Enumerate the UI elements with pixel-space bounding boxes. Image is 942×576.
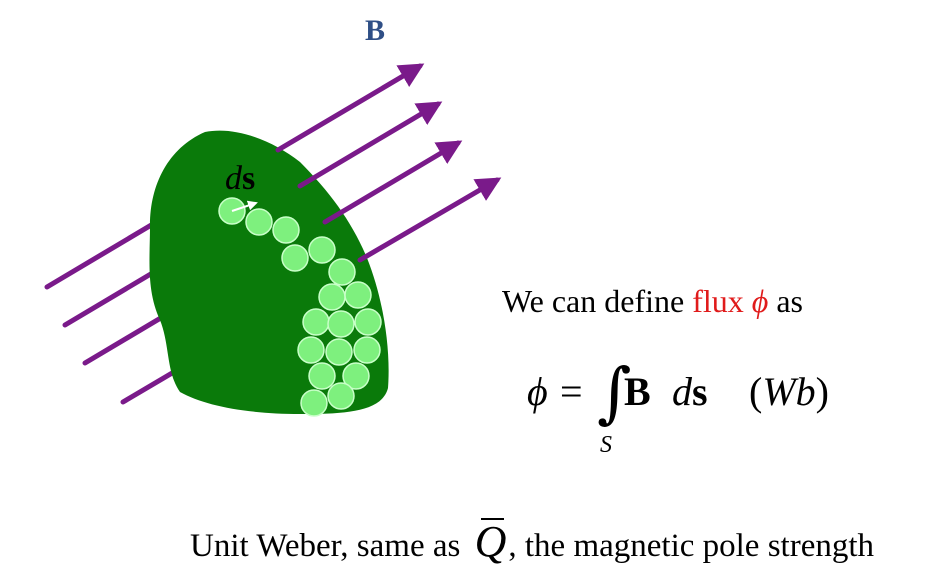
surface-element bbox=[302, 308, 330, 336]
surface-element bbox=[325, 338, 353, 366]
field-arrow-1 bbox=[275, 63, 425, 153]
equation-lhs-phi: ϕ bbox=[527, 369, 548, 414]
ds-label: ds bbox=[225, 160, 255, 198]
surface-element bbox=[342, 362, 370, 390]
integral-subscript: S bbox=[600, 432, 612, 458]
unit-note-before: Unit Weber, same as bbox=[190, 528, 469, 564]
unit-close-paren: ) bbox=[815, 369, 829, 414]
unit-note: Unit Weber, same as Q, the magnetic pole… bbox=[190, 517, 875, 566]
surface-element bbox=[318, 283, 346, 311]
field-label-B: B bbox=[365, 14, 386, 47]
equation-ds: ds bbox=[672, 368, 708, 415]
pole-strength-symbol: Q bbox=[474, 517, 507, 566]
surface-element bbox=[328, 258, 356, 286]
flux-equation: ϕ = ∫ S B ds (Wb) bbox=[527, 354, 857, 460]
surface-elements bbox=[218, 197, 382, 417]
equation-ds-d: d bbox=[672, 369, 692, 414]
flux-symbol: ϕ bbox=[751, 283, 769, 319]
equation-field-B: B bbox=[624, 369, 651, 414]
equation-ds-s: s bbox=[692, 369, 708, 414]
surface-element bbox=[344, 281, 372, 309]
field-arrow-3 bbox=[322, 140, 463, 225]
definition-suffix: as bbox=[776, 283, 803, 319]
field-arrow-4 bbox=[357, 177, 502, 263]
unit-wb: Wb bbox=[762, 369, 816, 414]
surface-element bbox=[354, 308, 382, 336]
unit-open-paren: ( bbox=[749, 369, 763, 414]
surface-element bbox=[297, 336, 325, 364]
ds-label-d: d bbox=[225, 160, 242, 197]
ds-vector-arrow bbox=[231, 200, 258, 212]
surface-element bbox=[327, 382, 355, 410]
field-line-heads bbox=[275, 63, 502, 263]
integral-sign: ∫ bbox=[597, 354, 632, 431]
surface-element bbox=[245, 208, 273, 236]
surface-element bbox=[281, 244, 309, 272]
field-arrow-2 bbox=[297, 101, 443, 189]
flux-term: flux bbox=[692, 283, 744, 319]
ds-label-s: s bbox=[242, 160, 256, 197]
surface-element bbox=[300, 389, 328, 417]
equation-unit: (Wb) bbox=[749, 368, 829, 415]
unit-note-after: , the magnetic pole strength bbox=[508, 528, 875, 564]
surface-element bbox=[327, 310, 355, 338]
surface-element bbox=[353, 336, 381, 364]
surface-element bbox=[272, 216, 300, 244]
surface-element bbox=[308, 362, 336, 390]
surface-element bbox=[308, 236, 336, 264]
definition-prefix: We can define bbox=[502, 283, 693, 319]
flux-definition-sentence: We can define flux ϕ as bbox=[502, 283, 803, 320]
equation-equals: = bbox=[560, 369, 583, 414]
